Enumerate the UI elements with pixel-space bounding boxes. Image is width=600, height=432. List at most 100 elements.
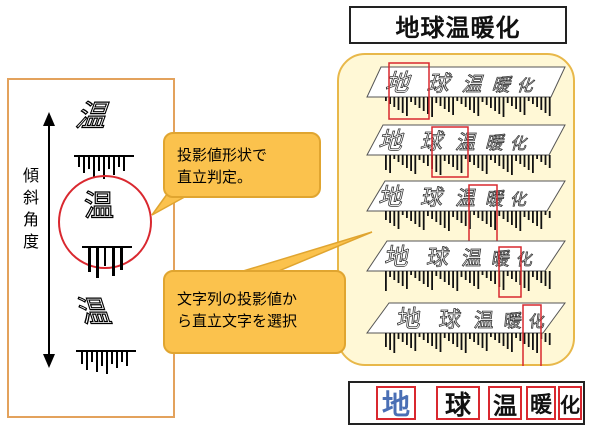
- row-3-histogram-bar: [540, 211, 543, 229]
- bottom-char-1: 地: [376, 386, 416, 421]
- row-4-histogram-bar: [443, 271, 446, 282]
- row-2-histogram-bar: [490, 155, 492, 160]
- row-4-histogram-bar: [506, 271, 509, 276]
- row-3-histogram-bar: [523, 211, 526, 217]
- bottom-char-2: 球: [436, 386, 480, 421]
- row-4-char-5: 化: [515, 250, 534, 269]
- row-5-histogram-bar: [435, 333, 438, 349]
- row-4-histogram-bar: [385, 271, 387, 291]
- row-1-histogram-bar: [498, 97, 501, 114]
- projection-row-5: 地球温暖化: [366, 302, 566, 366]
- row-band-1: [366, 66, 566, 98]
- row-3-histogram-bar: [418, 211, 421, 227]
- row-4-histogram-bar: [448, 271, 450, 285]
- row-2-histogram-bar: [452, 155, 454, 167]
- row-4-histogram-bar: [410, 271, 412, 275]
- row-2-histogram-bar: [427, 155, 429, 166]
- row-1-histogram-bar: [422, 97, 425, 111]
- row-4-char-2: 球: [425, 245, 451, 271]
- row-2-histogram-bar: [448, 155, 450, 164]
- row-5-char-3: 温: [473, 308, 496, 332]
- row-1-histogram-bar: [397, 97, 400, 110]
- row-3-histogram-bar: [397, 211, 400, 229]
- row-5-histogram-bar: [473, 333, 475, 342]
- row-3-histogram-bar: [410, 211, 412, 221]
- row-4-char-1: 地: [383, 243, 411, 271]
- row-5-histogram-bar: [485, 333, 488, 351]
- row-1-histogram-bar: [477, 97, 480, 116]
- row-3-histogram-bar: [452, 211, 454, 217]
- row-3-histogram-bar: [427, 211, 429, 216]
- row-5-histogram-bar: [536, 333, 538, 353]
- row-1-histogram-bar: [401, 97, 404, 113]
- tilt-label-char-3: 角: [22, 210, 39, 229]
- row-2-histogram-bar: [397, 155, 400, 162]
- row-4-histogram-bar: [548, 271, 551, 289]
- row-3-histogram-bar: [519, 211, 522, 231]
- row-3-histogram-bar: [490, 211, 492, 227]
- row-4-histogram-bar: [431, 271, 433, 290]
- bottom-result-box: 地 球 温 暖 化: [348, 381, 585, 425]
- row-1-histogram-bar: [389, 97, 391, 104]
- row-3-histogram-bar: [469, 211, 471, 229]
- row-5-histogram-bar: [401, 333, 404, 342]
- row-2-histogram-bar: [481, 155, 484, 171]
- row-3-char-5: 化: [509, 190, 529, 209]
- projection-histogram-top: [74, 155, 134, 179]
- row-2-char-4: 暖: [484, 133, 508, 154]
- row-5-histogram-bar: [494, 333, 496, 340]
- row-1-histogram-bar: [414, 97, 417, 105]
- row-5-char-1: 地: [396, 305, 423, 333]
- row-2-histogram-bar: [515, 155, 517, 161]
- row-2-histogram-bar: [498, 155, 501, 166]
- row-2-histogram-bar: [443, 155, 446, 161]
- row-1-histogram-bar: [540, 97, 543, 110]
- row-5-histogram-bar: [422, 333, 425, 340]
- row-5-histogram-bar: [410, 333, 412, 348]
- row-2-histogram-bar: [540, 155, 543, 162]
- row-3-histogram-bar: [422, 211, 425, 230]
- row-1-histogram-bar: [448, 97, 450, 112]
- row-1-histogram-bar: [410, 97, 412, 102]
- row-2-histogram-bar: [422, 155, 425, 163]
- row-5-histogram-bar: [452, 333, 454, 344]
- row-3-histogram-bar: [548, 211, 551, 218]
- row-3-histogram-bar: [460, 211, 463, 223]
- row-1-histogram-bar: [456, 97, 459, 101]
- row-3-histogram-bar: [473, 211, 475, 215]
- row-3-histogram-bar: [498, 211, 501, 216]
- row-2-histogram-bar: [511, 155, 513, 175]
- row-5-histogram-bar: [443, 333, 446, 338]
- tilt-label-char-1: 傾: [22, 166, 39, 185]
- row-1-histogram-bar: [418, 97, 421, 108]
- row-2-histogram-bar: [401, 155, 404, 165]
- row-2-histogram-bar: [418, 155, 421, 160]
- row-4-histogram-bar: [435, 271, 438, 276]
- row-2-histogram-bar: [523, 155, 526, 167]
- row-1-histogram-bar: [527, 97, 530, 101]
- row-5-histogram-bar: [523, 333, 526, 344]
- row-2-histogram-bar: [456, 155, 459, 170]
- row-1-histogram-bar: [490, 97, 492, 108]
- row-3-histogram-bar: [536, 211, 538, 226]
- tilt-label-char-2: 斜: [22, 188, 39, 207]
- row-4-histogram-bar: [473, 271, 475, 286]
- row-3-histogram-bar: [389, 211, 391, 223]
- row-2-histogram-bar: [406, 155, 408, 168]
- row-3-histogram-bar: [544, 211, 547, 215]
- row-5-histogram-bar: [414, 333, 417, 351]
- row-4-histogram-bar: [485, 271, 488, 278]
- row-3-char-3: 温: [454, 186, 479, 210]
- callout-2-line-2: ら直立文字を選択: [177, 312, 298, 330]
- row-2-histogram-bar: [460, 155, 463, 173]
- row-5-histogram-bar: [544, 333, 547, 342]
- row-2-histogram-bar: [532, 155, 534, 173]
- row-4-histogram-bar: [536, 271, 538, 280]
- row-3-histogram-bar: [431, 211, 433, 219]
- callout-upright-judgement: 投影値形状で 直立判定。: [163, 132, 321, 198]
- row-1-histogram-bar: [439, 97, 442, 106]
- row-3-histogram-bar: [532, 211, 534, 223]
- row-4-histogram-bar: [414, 271, 417, 278]
- row-3-histogram-bar: [527, 211, 530, 220]
